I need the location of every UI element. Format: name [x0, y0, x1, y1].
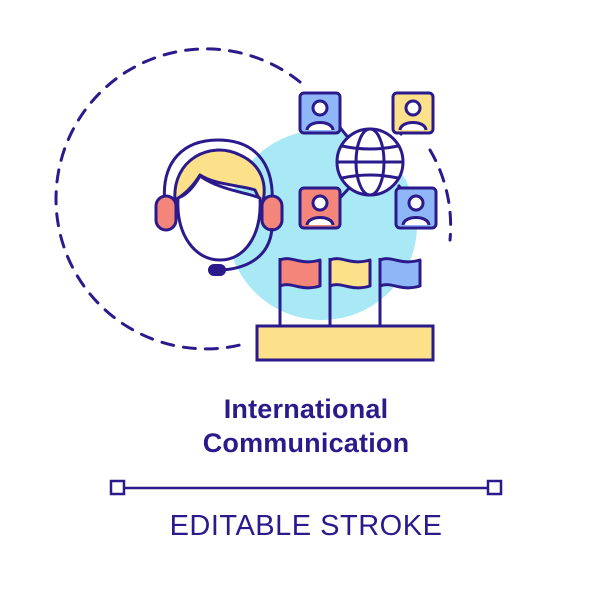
international-communication-illustration — [54, 47, 453, 362]
globe-icon — [335, 127, 405, 197]
user-avatar-icon — [298, 186, 342, 230]
user-avatar-icon — [394, 186, 438, 230]
dashed-arc — [54, 47, 302, 351]
flag-icon — [278, 257, 322, 326]
user-avatar-icon — [391, 91, 435, 135]
title-line-1: International — [223, 394, 389, 424]
operator-headset-icon — [154, 138, 284, 276]
dashed-arc-right — [428, 148, 453, 242]
left-handle — [109, 479, 126, 496]
stroke-divider — [109, 479, 503, 496]
flag-icon — [328, 257, 372, 326]
title-line-2: Communication — [202, 428, 410, 458]
editable-stroke-label: EDITABLE STROKE — [169, 510, 443, 542]
user-avatar-icon — [298, 91, 342, 135]
flag-icon — [378, 257, 422, 326]
podium-icon — [255, 324, 435, 362]
right-handle — [486, 479, 503, 496]
